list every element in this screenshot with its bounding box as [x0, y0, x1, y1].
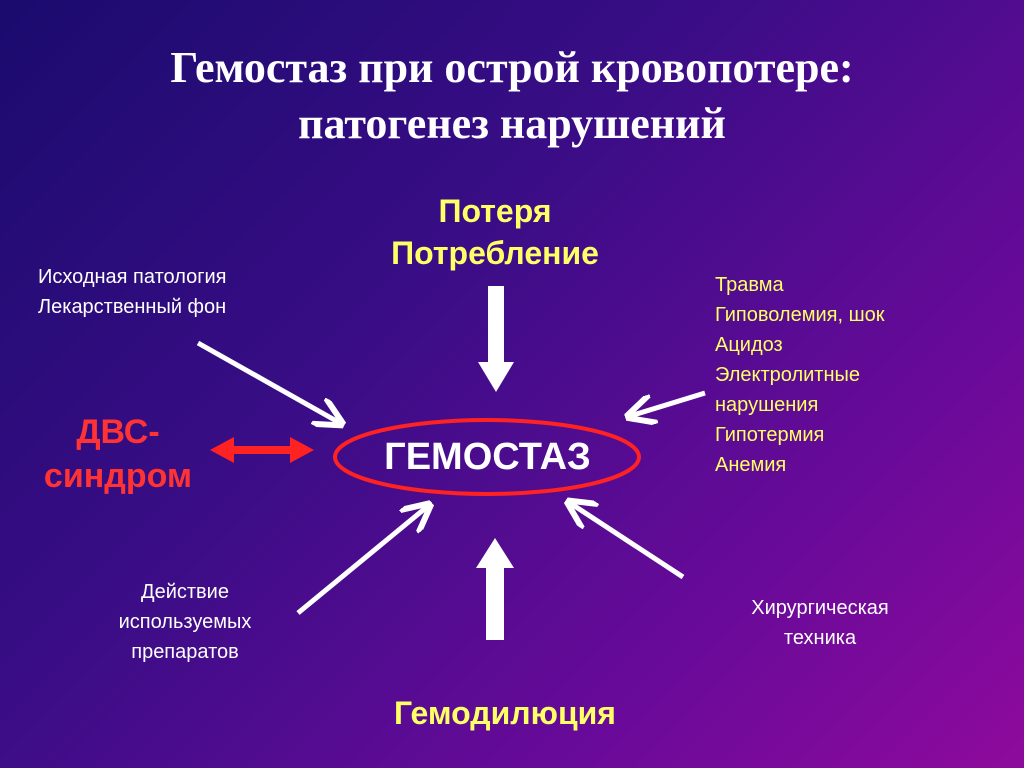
right-top-line: Гиповолемия, шок: [715, 304, 885, 326]
left-bottom-line-3: препаратов: [131, 641, 239, 663]
right-top-line: Ацидоз: [715, 334, 783, 356]
arrow-from-right-top: [630, 390, 706, 416]
dic-line-2: синдром: [43, 457, 193, 495]
left-bottom-factor: Действие используемых препаратов: [80, 577, 290, 667]
left-top-factor: Исходная патология Лекарственный фон: [38, 262, 318, 322]
right-top-line: нарушения: [715, 394, 819, 416]
arrow-from-left-top: [196, 340, 340, 423]
left-bottom-line-2: используемых: [118, 611, 252, 633]
right-bottom-line-1: Хирургическая: [751, 597, 889, 619]
left-bottom-line-1: Действие: [141, 581, 229, 603]
right-top-line: Гипотермия: [715, 424, 825, 446]
title-line-2: патогенез нарушений: [298, 99, 726, 148]
arrow-from-right-bottom: [570, 503, 685, 580]
top-factor-line-1: Потеря: [438, 193, 552, 229]
right-top-factor-list: Травма Гиповолемия, шок Ацидоз Электроли…: [715, 270, 995, 480]
left-top-line-2: Лекарственный фон: [38, 296, 227, 318]
slide-title: Гемостаз при острой кровопотере: патоген…: [0, 40, 1024, 152]
title-line-1: Гемостаз при острой кровопотере:: [170, 43, 854, 92]
dic-line-1: ДВС-: [76, 413, 160, 451]
right-bottom-line-2: техника: [783, 627, 857, 649]
double-arrow-red: [210, 437, 314, 463]
arrow-from-left-bottom: [296, 506, 428, 615]
down-arrow: [478, 286, 514, 392]
right-top-line: Электролитные: [715, 364, 860, 386]
left-top-line-1: Исходная патология: [38, 266, 227, 288]
dic-syndrome-label: ДВС- синдром: [18, 410, 218, 498]
right-bottom-factor: Хирургическая техника: [700, 593, 940, 653]
up-arrow: [476, 538, 514, 640]
center-hemostasis-label: ГЕМОСТАЗ: [384, 436, 591, 478]
right-top-line: Анемия: [715, 454, 787, 476]
top-factor-line-2: Потребление: [391, 235, 599, 271]
hemostasis-ellipse: [333, 418, 641, 496]
top-factor: Потеря Потребление: [340, 190, 650, 274]
right-top-line: Травма: [715, 274, 784, 296]
bottom-factor: Гемодилюция: [394, 695, 616, 731]
